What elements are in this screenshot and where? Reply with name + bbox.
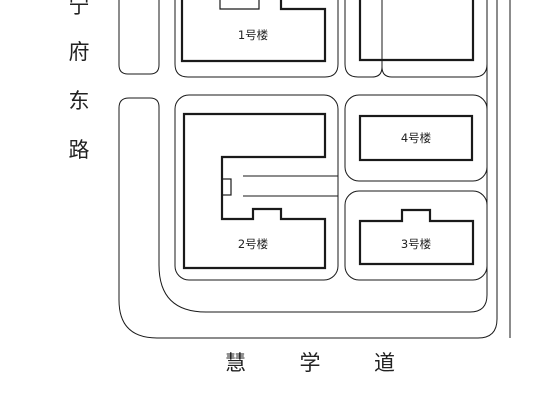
building-1-label: 1号楼: [238, 28, 269, 42]
outer-block-curb: [118, 0, 488, 313]
building-3-outline: [358, 208, 475, 266]
bottom-road-name: 慧 学 道: [225, 347, 395, 377]
building-top-right-outline: [358, 0, 475, 62]
block-4-curb: [344, 94, 488, 182]
left-road-char-3: 东: [68, 89, 90, 113]
bottom-road-char-1: 慧: [225, 351, 246, 375]
bottom-road-char-2: 学: [299, 351, 321, 375]
building-1-outline: [180, 0, 327, 63]
bottom-road-curb: [118, 0, 498, 339]
left-road-char-1: 宁: [68, 0, 90, 18]
courtyard-path: [243, 175, 338, 197]
block-top-right-curb-2: [381, 63, 488, 78]
block-2-curb: [174, 94, 339, 281]
left-road-curb-upper: [118, 0, 160, 75]
block-top-right-curb: [344, 0, 383, 78]
left-road-char-2: 府: [68, 40, 90, 64]
building-2-label: 2号楼: [238, 237, 269, 251]
building-2-outline: [182, 112, 327, 270]
building-4-label: 4号楼: [401, 131, 432, 145]
block-1-curb: [174, 0, 339, 78]
block-3-curb: [344, 190, 488, 281]
bottom-road-char-3: 道: [374, 351, 395, 375]
building-4-outline: [358, 114, 474, 162]
building-3-label: 3号楼: [401, 237, 432, 251]
left-road-char-4: 路: [68, 138, 90, 162]
